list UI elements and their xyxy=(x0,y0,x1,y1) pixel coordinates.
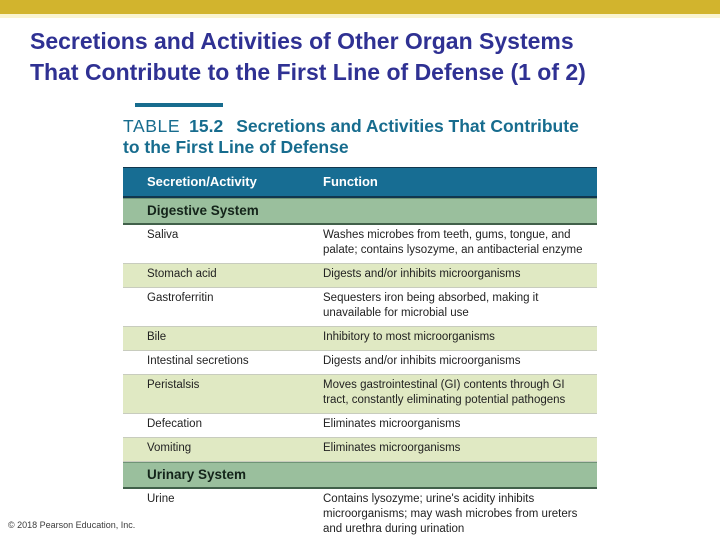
function-cell: Contains lysozyme; urine's acidity inhib… xyxy=(323,493,578,535)
column-header-secretion: Secretion/Activity xyxy=(147,174,257,189)
table-header-row: Secretion/Activity Function xyxy=(123,167,597,198)
table-row: Urine Contains lysozyme; urine's acidity… xyxy=(123,489,597,542)
secretion-cell: Vomiting xyxy=(147,442,192,454)
table-row: Saliva Washes microbes from teeth, gums,… xyxy=(123,225,597,264)
table-row: Stomach acid Digests and/or inhibits mic… xyxy=(123,264,597,288)
function-cell: Eliminates microorganisms xyxy=(323,418,461,430)
secretion-cell: Saliva xyxy=(147,229,179,241)
top-accent-bar-fade xyxy=(0,14,720,18)
function-cell: Digests and/or inhibits microorganisms xyxy=(323,355,521,367)
figure-accent-dash xyxy=(135,103,223,107)
slide-title: Secretions and Activities of Other Organ… xyxy=(30,26,708,87)
function-cell: Eliminates microorganisms xyxy=(323,442,461,454)
secretion-cell: Intestinal secretions xyxy=(147,355,249,367)
secretion-cell: Gastroferritin xyxy=(147,292,214,304)
secretion-cell: Urine xyxy=(147,493,175,505)
secretion-cell: Bile xyxy=(147,331,167,343)
table-section-urinary: Urinary System xyxy=(123,462,597,489)
slide-title-line-1: Secretions and Activities of Other Organ… xyxy=(30,28,574,54)
secretion-cell: Defecation xyxy=(147,418,202,430)
copyright-notice: © 2018 Pearson Education, Inc. xyxy=(8,520,136,530)
table-section-digestive: Digestive System xyxy=(123,198,597,225)
top-accent-bar xyxy=(0,0,720,14)
secretion-cell: Stomach acid xyxy=(147,268,217,280)
column-header-function: Function xyxy=(323,174,378,189)
function-cell: Moves gastrointestinal (GI) contents thr… xyxy=(323,379,566,406)
figure-number: 15.2 xyxy=(189,116,224,136)
figure-tag: TABLE xyxy=(123,116,181,136)
table-row: Bile Inhibitory to most microorganisms xyxy=(123,327,597,351)
function-cell: Sequesters iron being absorbed, making i… xyxy=(323,292,539,319)
table-row: Vomiting Eliminates microorganisms xyxy=(123,438,597,462)
function-cell: Digests and/or inhibits microorganisms xyxy=(323,268,521,280)
function-cell: Inhibitory to most microorganisms xyxy=(323,331,495,343)
figure-caption-text: Secretions and Activities That Contribut… xyxy=(123,116,579,157)
function-cell: Washes microbes from teeth, gums, tongue… xyxy=(323,229,583,256)
table-row: Defecation Eliminates microorganisms xyxy=(123,414,597,438)
table-row: Peristalsis Moves gastrointestinal (GI) … xyxy=(123,375,597,414)
slide-title-line-2: That Contribute to the First Line of Def… xyxy=(30,58,586,85)
secretion-cell: Peristalsis xyxy=(147,379,200,391)
table-row: Intestinal secretions Digests and/or inh… xyxy=(123,351,597,375)
table-row: Gastroferritin Sequesters iron being abs… xyxy=(123,288,597,327)
